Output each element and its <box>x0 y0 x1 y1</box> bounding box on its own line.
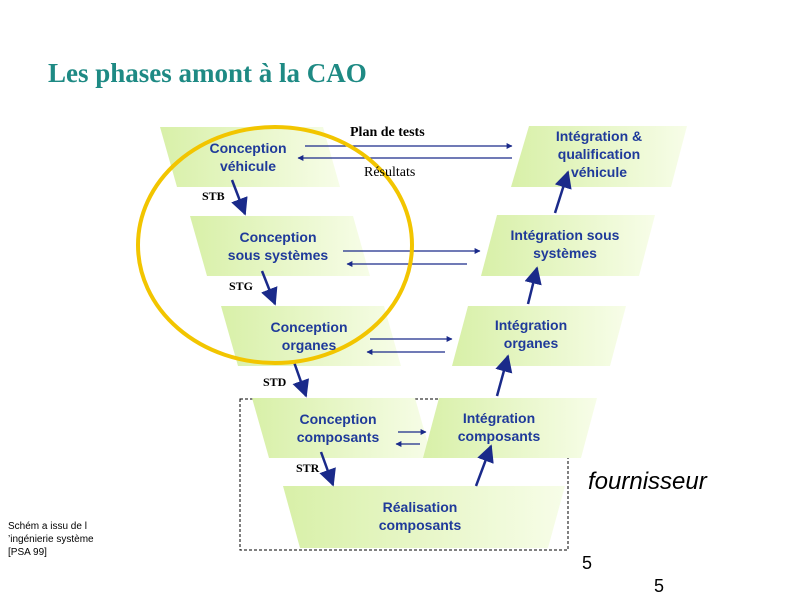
spec-label-std: STD <box>263 375 287 389</box>
arrow-std <box>292 361 310 398</box>
label-conception-sous-systemes: Conception sous systèmes <box>227 229 329 263</box>
arrow-stb <box>230 179 248 216</box>
label-integration-qualification-vehicule: Intégration & qualification véhicule <box>555 128 643 180</box>
box-integration-organes <box>452 306 626 366</box>
arrow-up-composants <box>495 354 513 397</box>
page-title: Les phases amont à la CAO <box>48 58 367 88</box>
supplier-label: fournisseur <box>588 468 707 495</box>
label-conception-composants: Conception composants <box>296 411 380 445</box>
label-integration-sous-systemes: Intégration sous systèmes <box>510 227 620 261</box>
supplier-frame <box>239 398 569 551</box>
source-note: Schém a issu de l ’ingénierie système [P… <box>8 521 94 558</box>
arrow-stg <box>260 270 278 306</box>
slide-number: 5 <box>582 553 593 573</box>
spec-label-stb: STB <box>202 189 225 203</box>
box-conception-sous-systemes <box>190 216 370 276</box>
box-conception-organes <box>221 306 401 366</box>
box-integration-sous-systemes <box>481 215 655 276</box>
highlight-circle <box>136 125 414 365</box>
resultats-label: Résultats <box>364 165 416 180</box>
label-conception-vehicule: Conception véhicule <box>209 140 287 174</box>
label-integration-organes: Intégration organes <box>494 317 568 351</box>
spec-label-str: STR <box>296 461 320 475</box>
box-integration-composants <box>423 398 597 458</box>
spec-label-stg: STG <box>229 279 254 293</box>
arrow-str <box>319 451 336 487</box>
label-realisation-composants: Réalisation composants <box>378 499 462 533</box>
label-integration-composants: Intégration composants <box>457 410 541 444</box>
arrow-up-sous-systemes <box>553 170 572 214</box>
box-realisation-composants <box>283 486 565 548</box>
arrow-up-organes <box>524 266 542 305</box>
page-number: 5 <box>654 576 665 596</box>
box-conception-composants <box>252 398 432 458</box>
plan-de-tests-label: Plan de tests <box>350 125 425 140</box>
arrow-up-realisation <box>474 444 494 487</box>
label-conception-organes: Conception organes <box>270 319 348 353</box>
